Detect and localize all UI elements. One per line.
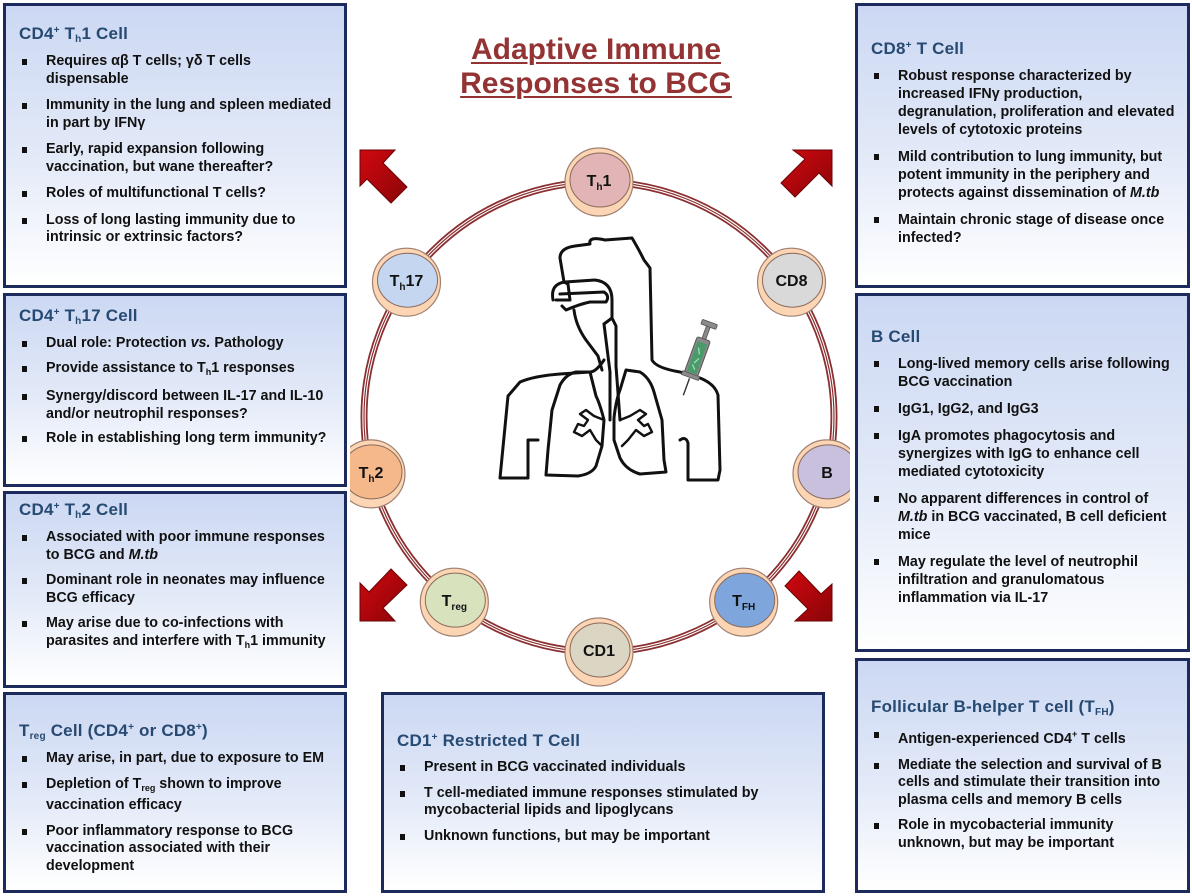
cell-node-th2: Th2 [350, 439, 406, 509]
arrow-icon-top-left [359, 149, 408, 204]
bullet-list: Long-lived memory cells arise following … [871, 355, 1177, 607]
bullet-item: Provide assistance to Th1 responses [19, 360, 334, 382]
cell-label: Th17 [390, 273, 424, 293]
cell-label: Treg [442, 593, 467, 613]
title-line-2: Responses to BCG [460, 67, 732, 100]
bullet-item: Unknown functions, but may be important [397, 828, 812, 846]
box-title: CD4+ Th17 Cell [19, 306, 138, 327]
cell-label: B [821, 465, 833, 482]
arrow-icon-top-right [780, 149, 833, 198]
syringe-icon [680, 319, 718, 396]
tfh-cell-box: Follicular B-helper T cell (TFH) Antigen… [855, 658, 1190, 893]
bullet-item: Loss of long lasting immunity due to int… [19, 212, 334, 247]
cell-node-treg: Treg [419, 567, 489, 637]
arrow-icon-bottom-left [359, 568, 408, 622]
cell-label: TFH [732, 593, 755, 613]
bullet-item: Dominant role in neonates may influence … [19, 572, 334, 607]
cd1-cell-box: CD1+ Restricted T Cell Present in BCG va… [381, 692, 825, 893]
box-title: B Cell [871, 327, 921, 346]
bullet-item: May regulate the level of neutrophil inf… [871, 553, 1177, 607]
respiratory-tract-icon [498, 236, 722, 482]
box-title: CD4+ Th1 Cell [19, 24, 129, 45]
bullet-item: IgA promotes phagocytosis and synergizes… [871, 427, 1177, 481]
b-cell-box: B Cell Long-lived memory cells arise fol… [855, 293, 1190, 652]
bullet-item: Antigen-experienced CD4+ T cells [871, 726, 1177, 749]
box-title: Treg Cell (CD4+ or CD8+) [19, 721, 208, 742]
cell-node-tfh: TFH [709, 567, 779, 637]
bullet-list: May arise, in part, due to exposure to E… [19, 750, 334, 875]
th1-cell-box: CD4+ Th1 Cell Requires αβ T cells; γδ T … [3, 3, 347, 288]
cell-node-cd8: CD8 [756, 247, 827, 317]
cell-label: CD1 [583, 643, 615, 660]
treg-cell-box: Treg Cell (CD4+ or CD8+) May arise, in p… [3, 692, 347, 893]
bullet-item: Immunity in the lung and spleen mediated… [19, 97, 334, 132]
bullet-item: Dual role: Protection vs. Pathology [19, 335, 334, 353]
bullet-item: Requires αβ T cells; γδ T cells dispensa… [19, 53, 334, 88]
cell-node-th1: Th1 [564, 147, 634, 217]
diagram-title: Adaptive Immune Responses to BCG [420, 33, 772, 101]
box-title: Follicular B-helper T cell (TFH) [871, 697, 1115, 718]
box-title: CD8+ T Cell [871, 39, 965, 58]
bullet-item: Synergy/discord between IL-17 and IL-10 … [19, 388, 334, 423]
bullet-item: IgG1, IgG2, and IgG3 [871, 400, 1177, 418]
th17-cell-box: CD4+ Th17 Cell Dual role: Protection vs.… [3, 293, 347, 487]
bullet-item: Mild contribution to lung immunity, but … [871, 148, 1177, 202]
bullet-item: Robust response characterized by increas… [871, 67, 1177, 139]
arrow-icon-bottom-right [784, 570, 833, 622]
box-title: CD4+ Th2 Cell [19, 500, 129, 521]
cell-label: Th2 [359, 465, 384, 485]
th2-cell-box: CD4+ Th2 Cell Associated with poor immun… [3, 491, 347, 688]
bullet-item: Associated with poor immune responses to… [19, 529, 334, 564]
bullet-item: Roles of multifunctional T cells? [19, 185, 334, 203]
bullet-item: May arise, in part, due to exposure to E… [19, 750, 334, 768]
bullet-item: Mediate the selection and survival of B … [871, 757, 1177, 810]
bullet-item: Present in BCG vaccinated individuals [397, 759, 812, 777]
bullet-list: Robust response characterized by increas… [871, 67, 1177, 247]
cell-node-b: B [792, 439, 850, 509]
bullet-item: T cell-mediated immune responses stimula… [397, 785, 812, 820]
box-title: CD1+ Restricted T Cell [397, 731, 581, 750]
title-line-1: Adaptive Immune [470, 33, 722, 66]
cell-label: CD8 [775, 273, 807, 290]
bullet-item: Early, rapid expansion following vaccina… [19, 141, 334, 176]
bullet-item: May arise due to co-infections with para… [19, 615, 334, 654]
bullet-item: Poor inflammatory response to BCG vaccin… [19, 823, 334, 876]
bullet-item: Role in mycobacterial immunity unknown, … [871, 817, 1177, 852]
bullet-list: Associated with poor immune responses to… [19, 529, 334, 654]
bullet-list: Requires αβ T cells; γδ T cells dispensa… [19, 53, 334, 247]
bullet-item: Role in establishing long term immunity? [19, 430, 334, 448]
cell-node-cd1: CD1 [564, 617, 634, 687]
bullet-item: Long-lived memory cells arise following … [871, 355, 1177, 391]
bullet-item: Depletion of Treg shown to improve vacci… [19, 776, 334, 815]
bullet-item: Maintain chronic stage of disease once i… [871, 211, 1177, 247]
cell-node-th17: Th17 [371, 247, 442, 317]
bullet-list: Present in BCG vaccinated individuals T c… [397, 759, 812, 845]
cell-label: Th1 [587, 173, 612, 193]
bullet-item: No apparent differences in control of M.… [871, 490, 1177, 544]
cd8-cell-box: CD8+ T Cell Robust response characterize… [855, 3, 1190, 288]
